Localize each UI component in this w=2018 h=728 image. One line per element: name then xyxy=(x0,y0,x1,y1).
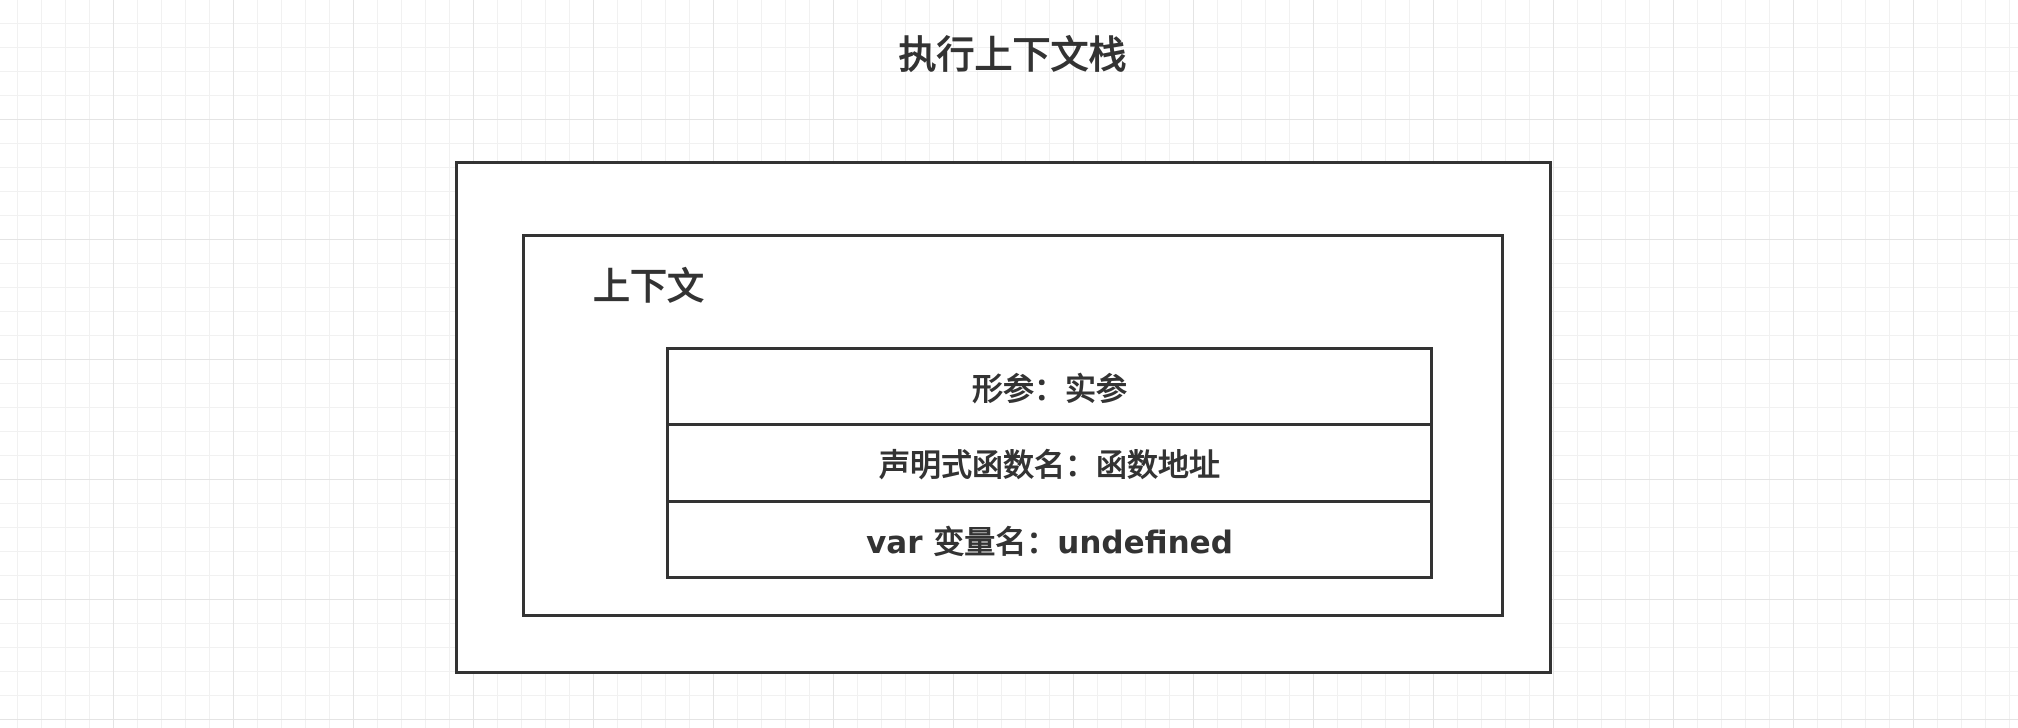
diagram-title: 执行上下文栈 xyxy=(898,33,1127,77)
entry-parameters: 形参：实参 xyxy=(972,372,1127,409)
context-label: 上下文 xyxy=(593,265,704,308)
entry-function-declarations: 声明式函数名：函数地址 xyxy=(669,423,1430,499)
entry-variable-declarations: var 变量名：undefined xyxy=(669,499,1430,576)
context-entries-table: 形参：实参 声明式函数名：函数地址 var 变量名：undefined xyxy=(666,347,1433,579)
